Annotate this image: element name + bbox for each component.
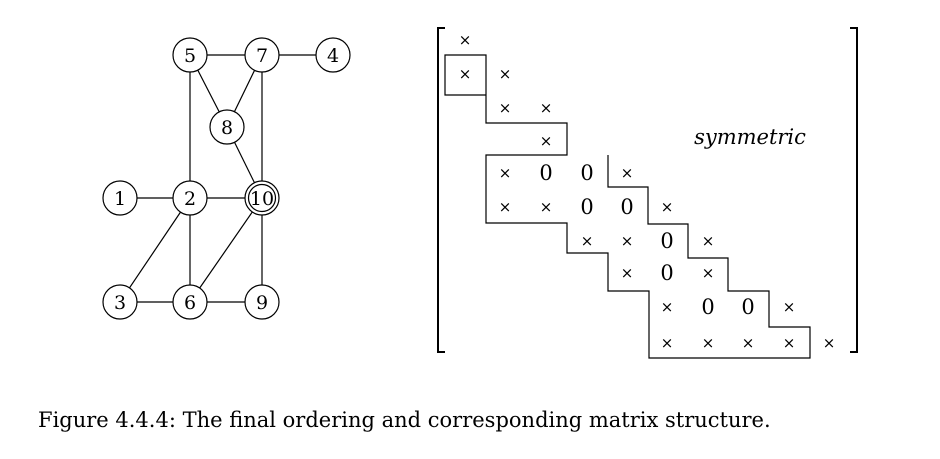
matrix-nonzero: ×	[783, 298, 796, 316]
node-circle	[172, 180, 208, 216]
matrix-note: symmetric	[694, 125, 806, 149]
matrix-fill-zero: 0	[620, 195, 633, 219]
matrix-row: ×	[459, 31, 472, 49]
node-label: 8	[221, 117, 233, 139]
matrix-nonzero: ×	[499, 65, 512, 83]
node-circle	[315, 37, 351, 73]
matrix-nonzero: ×	[661, 198, 674, 216]
node-label: 4	[327, 45, 339, 67]
matrix-nonzero: ×	[499, 198, 512, 216]
node-circle	[244, 180, 280, 216]
graph-node: 6	[172, 284, 208, 320]
node-circle	[102, 284, 138, 320]
graph-node: 10	[244, 180, 280, 216]
matrix-nonzero: ×	[702, 232, 715, 250]
matrix-nonzero: ×	[540, 99, 553, 117]
node-circle	[209, 109, 245, 145]
left-bracket	[437, 27, 445, 353]
matrix-fill-zero: 0	[580, 161, 593, 185]
graph-node: 9	[244, 284, 280, 320]
matrix-nonzero: ×	[459, 65, 472, 83]
node-circle	[244, 37, 280, 73]
node-circle	[172, 37, 208, 73]
matrix-row: ××	[499, 99, 553, 117]
node-label: 1	[114, 188, 126, 210]
matrix-nonzero: ×	[823, 334, 836, 352]
matrix-fill-zero: 0	[660, 261, 673, 285]
matrix-nonzero: ×	[621, 232, 634, 250]
matrix-nonzero: ×	[621, 164, 634, 182]
matrix-nonzero: ×	[499, 164, 512, 182]
graph-edge	[189, 197, 263, 303]
graph-edge	[119, 197, 191, 303]
node-label: 2	[184, 188, 196, 210]
matrix-fill-zero: 0	[580, 195, 593, 219]
elimination-graph: 1 2 3 4 5 6 7 8 9 10	[102, 37, 351, 320]
graph-node: 2	[172, 180, 208, 216]
matrix-nonzero: ×	[783, 334, 796, 352]
node-circle	[172, 284, 208, 320]
node-label: 5	[184, 45, 196, 67]
matrix-nonzero: ×	[540, 198, 553, 216]
matrix-row: × × 0 ×	[581, 229, 715, 253]
matrix-fill-zero: 0	[741, 295, 754, 319]
node-label: 3	[114, 292, 126, 314]
node-inner-ring	[247, 183, 277, 213]
matrix-nonzero: ×	[702, 334, 715, 352]
matrix-row: × × 0 0 ×	[499, 195, 674, 219]
matrix-row: ×	[540, 132, 553, 150]
matrix-row: × 0 0 ×	[499, 161, 634, 185]
node-label: 10	[250, 188, 274, 210]
matrix-nonzero: ×	[581, 232, 594, 250]
matrix-row: ××	[459, 65, 512, 83]
graph-node: 8	[209, 109, 245, 145]
matrix-nonzero: ×	[702, 264, 715, 282]
matrix-nonzero: ×	[459, 31, 472, 49]
node-label: 9	[256, 292, 268, 314]
matrix-nonzero: ×	[742, 334, 755, 352]
graph-node: 3	[102, 284, 138, 320]
matrix-nonzero: ×	[621, 264, 634, 282]
matrix-row: × 0 ×	[621, 261, 715, 285]
matrix-nonzero: ×	[540, 132, 553, 150]
matrix-fill-zero: 0	[539, 161, 552, 185]
matrix-row: × × × × ×	[661, 334, 836, 352]
matrix-nonzero: ×	[499, 99, 512, 117]
node-circle	[244, 284, 280, 320]
band-envelope	[444, 54, 811, 359]
matrix-fill-zero: 0	[660, 229, 673, 253]
right-bracket	[850, 27, 858, 353]
graph-node: 7	[244, 37, 280, 73]
figure-caption: Figure 4.4.4: The final ordering and cor…	[38, 408, 771, 432]
graph-edges	[119, 54, 333, 303]
node-label: 7	[256, 45, 268, 67]
matrix-row: × 0 0 ×	[661, 295, 796, 319]
node-circle	[102, 180, 138, 216]
graph-node: 1	[102, 180, 138, 216]
graph-node: 5	[172, 37, 208, 73]
matrix-nonzero: ×	[661, 334, 674, 352]
graph-node: 4	[315, 37, 351, 73]
matrix-nonzero: ×	[661, 298, 674, 316]
node-label: 6	[184, 292, 196, 314]
matrix-fill-zero: 0	[701, 295, 714, 319]
